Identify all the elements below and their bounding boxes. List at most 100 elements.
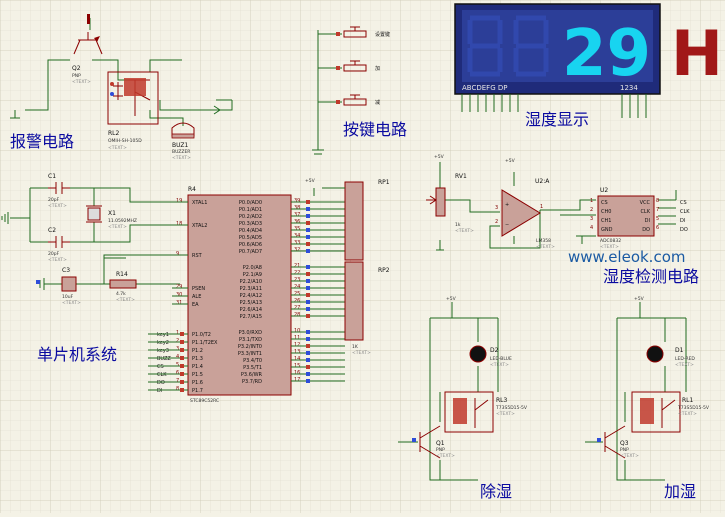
mcu-right-pin-state bbox=[306, 300, 310, 304]
d1-text: <TEXT> bbox=[675, 362, 694, 368]
mcu-right-pin-label: P0.6/AD6 bbox=[239, 242, 262, 248]
rl1-ref: RL1 bbox=[682, 397, 694, 404]
adc-right-pin-label: VCC bbox=[640, 200, 651, 206]
mcu-right-pin-state bbox=[306, 344, 310, 348]
mcu-right-pin-number: 11 bbox=[294, 335, 300, 341]
adc-right-pin-number: 6 bbox=[656, 225, 659, 231]
q1-text: <TEXT> bbox=[436, 453, 455, 459]
mcu-right-pin-number: 25 bbox=[294, 291, 300, 297]
button-minus[interactable]: 减 bbox=[336, 94, 380, 106]
rp1-resistor-pack[interactable]: RP1 bbox=[313, 179, 390, 261]
adc-right-pin-number: 8 bbox=[656, 198, 659, 204]
button-set[interactable]: 设置键 bbox=[336, 26, 390, 38]
mcu-left-pin-number: 29 bbox=[176, 284, 182, 290]
mcu-right-pin-label: P2.2/A10 bbox=[240, 279, 262, 285]
buz1-part: BUZZER bbox=[172, 149, 190, 155]
mcu-left-pin-label: P1.0/T2 bbox=[192, 332, 211, 338]
mcu-left-pin-number: 19 bbox=[176, 198, 182, 204]
mcu-left-pin-label: XTAL2 bbox=[192, 223, 207, 229]
opamp-u2a[interactable]: + − 3 2 1 U2:A LM358 <TEXT> +5V bbox=[495, 158, 555, 250]
rl3-relay[interactable]: RL3 T73S5D15-5V <TEXT> bbox=[444, 391, 528, 433]
mcu-right-pin-number: 27 bbox=[294, 305, 300, 311]
button-plus-label: 加 bbox=[375, 65, 380, 72]
r14-resistor[interactable]: R14 4.7k <TEXT> bbox=[109, 271, 137, 303]
rl2-ref: RL2 bbox=[108, 130, 120, 137]
d1-led[interactable]: D1 LED-RED <TEXT> bbox=[646, 345, 695, 368]
button-plus[interactable]: 加 bbox=[336, 60, 380, 72]
d2-led[interactable]: D2 LED-BLUE <TEXT> bbox=[469, 345, 512, 368]
rp2-ref: RP2 bbox=[378, 267, 390, 274]
mcu-chip[interactable]: R4 STC89C52RC XTAL119XTAL218RST9PSEN29AL… bbox=[172, 186, 345, 404]
adc-right-pin-label: DI bbox=[645, 218, 650, 224]
rv1-text: <TEXT> bbox=[455, 228, 474, 234]
rl1-relay[interactable]: RL1 T73S5D15-5V <TEXT> bbox=[631, 391, 710, 433]
humid-supply: +5V bbox=[634, 296, 645, 302]
svg-text:−: − bbox=[505, 222, 509, 228]
d2-text: <TEXT> bbox=[490, 362, 509, 368]
display-side-letter: H bbox=[671, 17, 723, 90]
mcu-right-pin-state bbox=[306, 358, 310, 362]
mcu-part: STC89C52RC bbox=[190, 398, 219, 404]
port-net-label: BUZZ bbox=[157, 356, 171, 362]
mcu-right-pin-state bbox=[306, 207, 310, 211]
opamp-supply: +5V bbox=[505, 158, 516, 164]
adc-left-pin-number: 3 bbox=[590, 216, 593, 222]
mcu-left-pin-label: P1.4 bbox=[192, 364, 203, 370]
buzzer[interactable]: BUZ1 BUZZER <TEXT> bbox=[171, 122, 195, 161]
c1-ref: C1 bbox=[48, 173, 56, 180]
c2-capacitor[interactable]: C2 20pF <TEXT> bbox=[48, 227, 70, 263]
rv1-supply: +5V bbox=[434, 154, 445, 160]
mcu-right-pin-label: P2.5/A13 bbox=[240, 300, 262, 306]
c1-text: <TEXT> bbox=[48, 203, 67, 209]
q2-transistor[interactable]: Q2 PNP <TEXT> bbox=[72, 14, 103, 85]
svg-text:+: + bbox=[505, 202, 509, 208]
mcu-right-pin-label: P2.4/A12 bbox=[240, 293, 262, 299]
button-minus-label: 减 bbox=[375, 99, 380, 106]
x1-crystal[interactable]: X1 11.0592MHZ <TEXT> bbox=[86, 205, 137, 230]
mcu-right-pin-number: 28 bbox=[294, 312, 300, 318]
c1-capacitor[interactable]: C1 20pF <TEXT> bbox=[48, 173, 70, 209]
mcu-right-pin-number: 13 bbox=[294, 349, 300, 355]
c3-pin-marker bbox=[36, 280, 40, 284]
mcu-left-pin-label: ALE bbox=[192, 294, 201, 300]
label-humid: 加湿 bbox=[664, 482, 696, 501]
rl2-relay[interactable]: RL2 OMIH-SH-105D <TEXT> bbox=[107, 71, 159, 151]
mcu-ref: R4 bbox=[188, 186, 196, 193]
mcu-right-pin-state bbox=[306, 351, 310, 355]
mcu-left-pin-label: P1.2 bbox=[192, 348, 203, 354]
port-net-state bbox=[180, 340, 184, 344]
rp2-resistor-pack[interactable]: RP2 1K <TEXT> bbox=[344, 261, 390, 356]
mcu-right-pin-state bbox=[306, 307, 310, 311]
rv1-potentiometer[interactable]: RV1 1k <TEXT> +5V bbox=[426, 154, 474, 234]
mcu-right-pin-label: P0.7/AD7 bbox=[239, 249, 262, 255]
q3-transistor[interactable]: Q3 PNP <TEXT> bbox=[597, 425, 639, 459]
q2-ref: Q2 bbox=[72, 65, 81, 72]
opamp-text: <TEXT> bbox=[536, 244, 555, 250]
mcu-right-pin-state bbox=[306, 372, 310, 376]
c3-capacitor[interactable]: C3 10uF <TEXT> bbox=[61, 267, 81, 306]
opamp-ref: U2:A bbox=[535, 178, 550, 185]
mcu-right-pin-label: P3.4/T0 bbox=[243, 358, 262, 364]
mcu-right-pin-number: 15 bbox=[294, 363, 300, 369]
display-value: 29 bbox=[562, 17, 651, 91]
watermark: www.eleok.com bbox=[568, 248, 686, 266]
mcu-right-pin-state bbox=[306, 200, 310, 204]
mcu-right-pin-number: 35 bbox=[294, 226, 300, 232]
mcu-right-pin-state bbox=[306, 272, 310, 276]
q1-transistor[interactable]: Q1 PNP <TEXT> bbox=[412, 425, 455, 459]
opamp-pin3: 3 bbox=[495, 205, 498, 211]
port-net-state bbox=[180, 332, 184, 336]
seven-segment-display[interactable]: 29 ABCDEFG DP 1234 H 湿度显示 bbox=[454, 3, 723, 129]
adc-left-pin-number: 1 bbox=[590, 198, 593, 204]
dehumid-supply: +5V bbox=[446, 296, 457, 302]
mcu-left-pin-label: P1.3 bbox=[192, 356, 203, 362]
mcu-right-pin-number: 21 bbox=[294, 263, 300, 269]
mcu-left-pin-number: 30 bbox=[176, 292, 182, 298]
c2-value: 20pF bbox=[48, 251, 60, 257]
q2-text: <TEXT> bbox=[72, 79, 91, 85]
mcu-right-pin-label: P2.0/A8 bbox=[243, 265, 262, 271]
mcu-left-pin-number: 1 bbox=[176, 330, 179, 336]
mcu-left-pin-number: 7 bbox=[176, 378, 179, 384]
